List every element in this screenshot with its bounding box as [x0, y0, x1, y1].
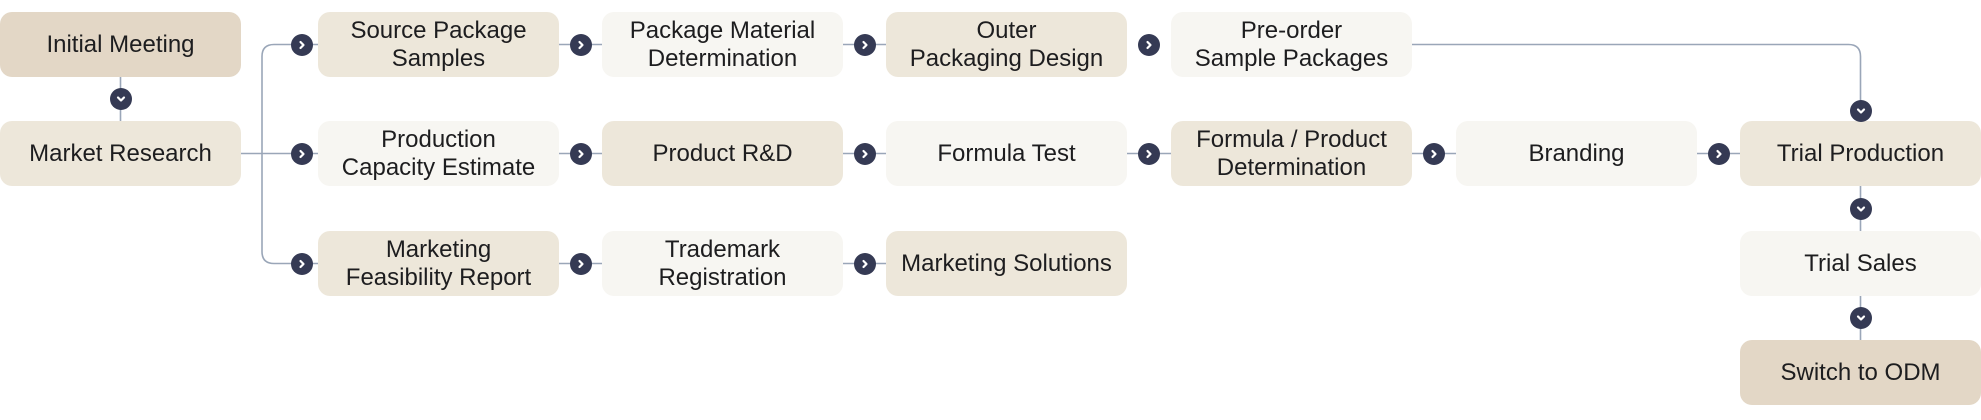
node-label: Outer Packaging Design	[909, 16, 1104, 72]
node-label: Initial Meeting	[46, 30, 195, 58]
node-initial-meeting[interactable]: Initial Meeting	[0, 12, 241, 77]
chevron-right-icon	[569, 33, 592, 56]
chevron-down-icon	[109, 88, 132, 110]
node-production-capacity-estimate[interactable]: Production Capacity Estimate	[318, 121, 559, 186]
chevron-right-icon	[291, 142, 313, 165]
node-product-rnd[interactable]: Product R&D	[602, 121, 843, 186]
node-label: Formula / Product Determination	[1196, 125, 1387, 181]
edge-line	[1412, 43, 1862, 121]
node-market-research[interactable]: Market Research	[0, 121, 241, 186]
chevron-right-icon	[291, 33, 313, 56]
chevron-right-icon	[569, 142, 592, 165]
node-label: Formula Test	[937, 139, 1076, 167]
node-outer-packaging-design[interactable]: Outer Packaging Design	[886, 12, 1127, 77]
chevron-right-icon	[1423, 142, 1445, 165]
node-marketing-solutions[interactable]: Marketing Solutions	[886, 231, 1127, 296]
node-label: Pre-order Sample Packages	[1194, 16, 1389, 72]
chevron-down-icon	[1849, 307, 1872, 329]
node-label: Branding	[1528, 139, 1625, 167]
chevron-right-icon	[1138, 33, 1160, 56]
node-source-package-samples[interactable]: Source Package Samples	[318, 12, 559, 77]
chevron-right-icon	[569, 252, 592, 275]
node-package-material-determination[interactable]: Package Material Determination	[602, 12, 843, 77]
chevron-right-icon	[1707, 142, 1730, 165]
node-pre-order-sample-packages[interactable]: Pre-order Sample Packages	[1171, 12, 1412, 77]
node-marketing-feasibility-report[interactable]: Marketing Feasibility Report	[318, 231, 559, 296]
edge-line	[261, 153, 318, 265]
chevron-down-icon	[1849, 100, 1872, 122]
node-label: Product R&D	[652, 139, 793, 167]
node-label: Production Capacity Estimate	[341, 125, 536, 181]
chevron-right-icon	[291, 252, 313, 275]
node-label: Marketing Solutions	[901, 249, 1112, 277]
node-label: Marketing Feasibility Report	[345, 235, 532, 291]
node-label: Source Package Samples	[350, 16, 527, 72]
chevron-right-icon	[1138, 142, 1160, 165]
node-label: Package Material Determination	[629, 16, 816, 72]
node-label: Trademark Registration	[658, 235, 787, 291]
chevron-right-icon	[853, 252, 876, 275]
node-label: Trial Sales	[1804, 249, 1917, 277]
node-formula-test[interactable]: Formula Test	[886, 121, 1127, 186]
node-switch-to-odm[interactable]: Switch to ODM	[1740, 340, 1981, 405]
chevron-down-icon	[1849, 197, 1872, 220]
node-formula-product-determination[interactable]: Formula / Product Determination	[1171, 121, 1412, 186]
node-label: Market Research	[29, 139, 212, 167]
chevron-right-icon	[853, 142, 876, 165]
node-label: Switch to ODM	[1780, 358, 1941, 386]
node-label: Trial Production	[1776, 139, 1945, 167]
node-branding[interactable]: Branding	[1456, 121, 1697, 186]
node-trial-production[interactable]: Trial Production	[1740, 121, 1981, 186]
node-trial-sales[interactable]: Trial Sales	[1740, 231, 1981, 296]
chevron-right-icon	[853, 33, 876, 56]
node-trademark-registration[interactable]: Trademark Registration	[602, 231, 843, 296]
edge-line	[261, 43, 318, 154]
